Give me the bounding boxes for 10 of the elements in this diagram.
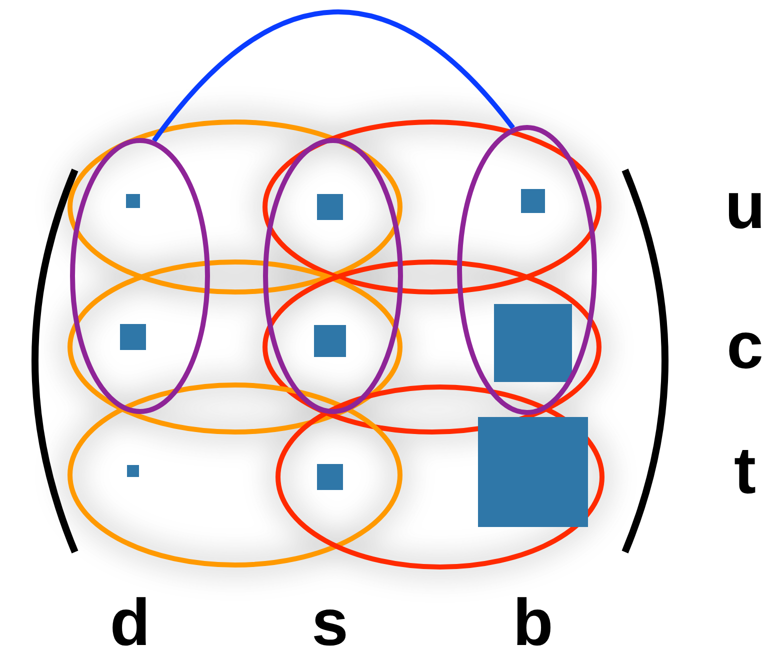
column-ellipse <box>457 125 597 415</box>
quark-label: b <box>512 589 554 655</box>
quark-label: t <box>734 437 756 503</box>
quark-label: d <box>110 589 150 655</box>
arc-connector <box>152 10 515 142</box>
column-ellipse <box>263 138 403 414</box>
column-ellipse <box>70 138 210 414</box>
quark-label: c <box>726 312 764 378</box>
quark-label: u <box>724 172 766 238</box>
quark-label: s <box>312 589 348 655</box>
